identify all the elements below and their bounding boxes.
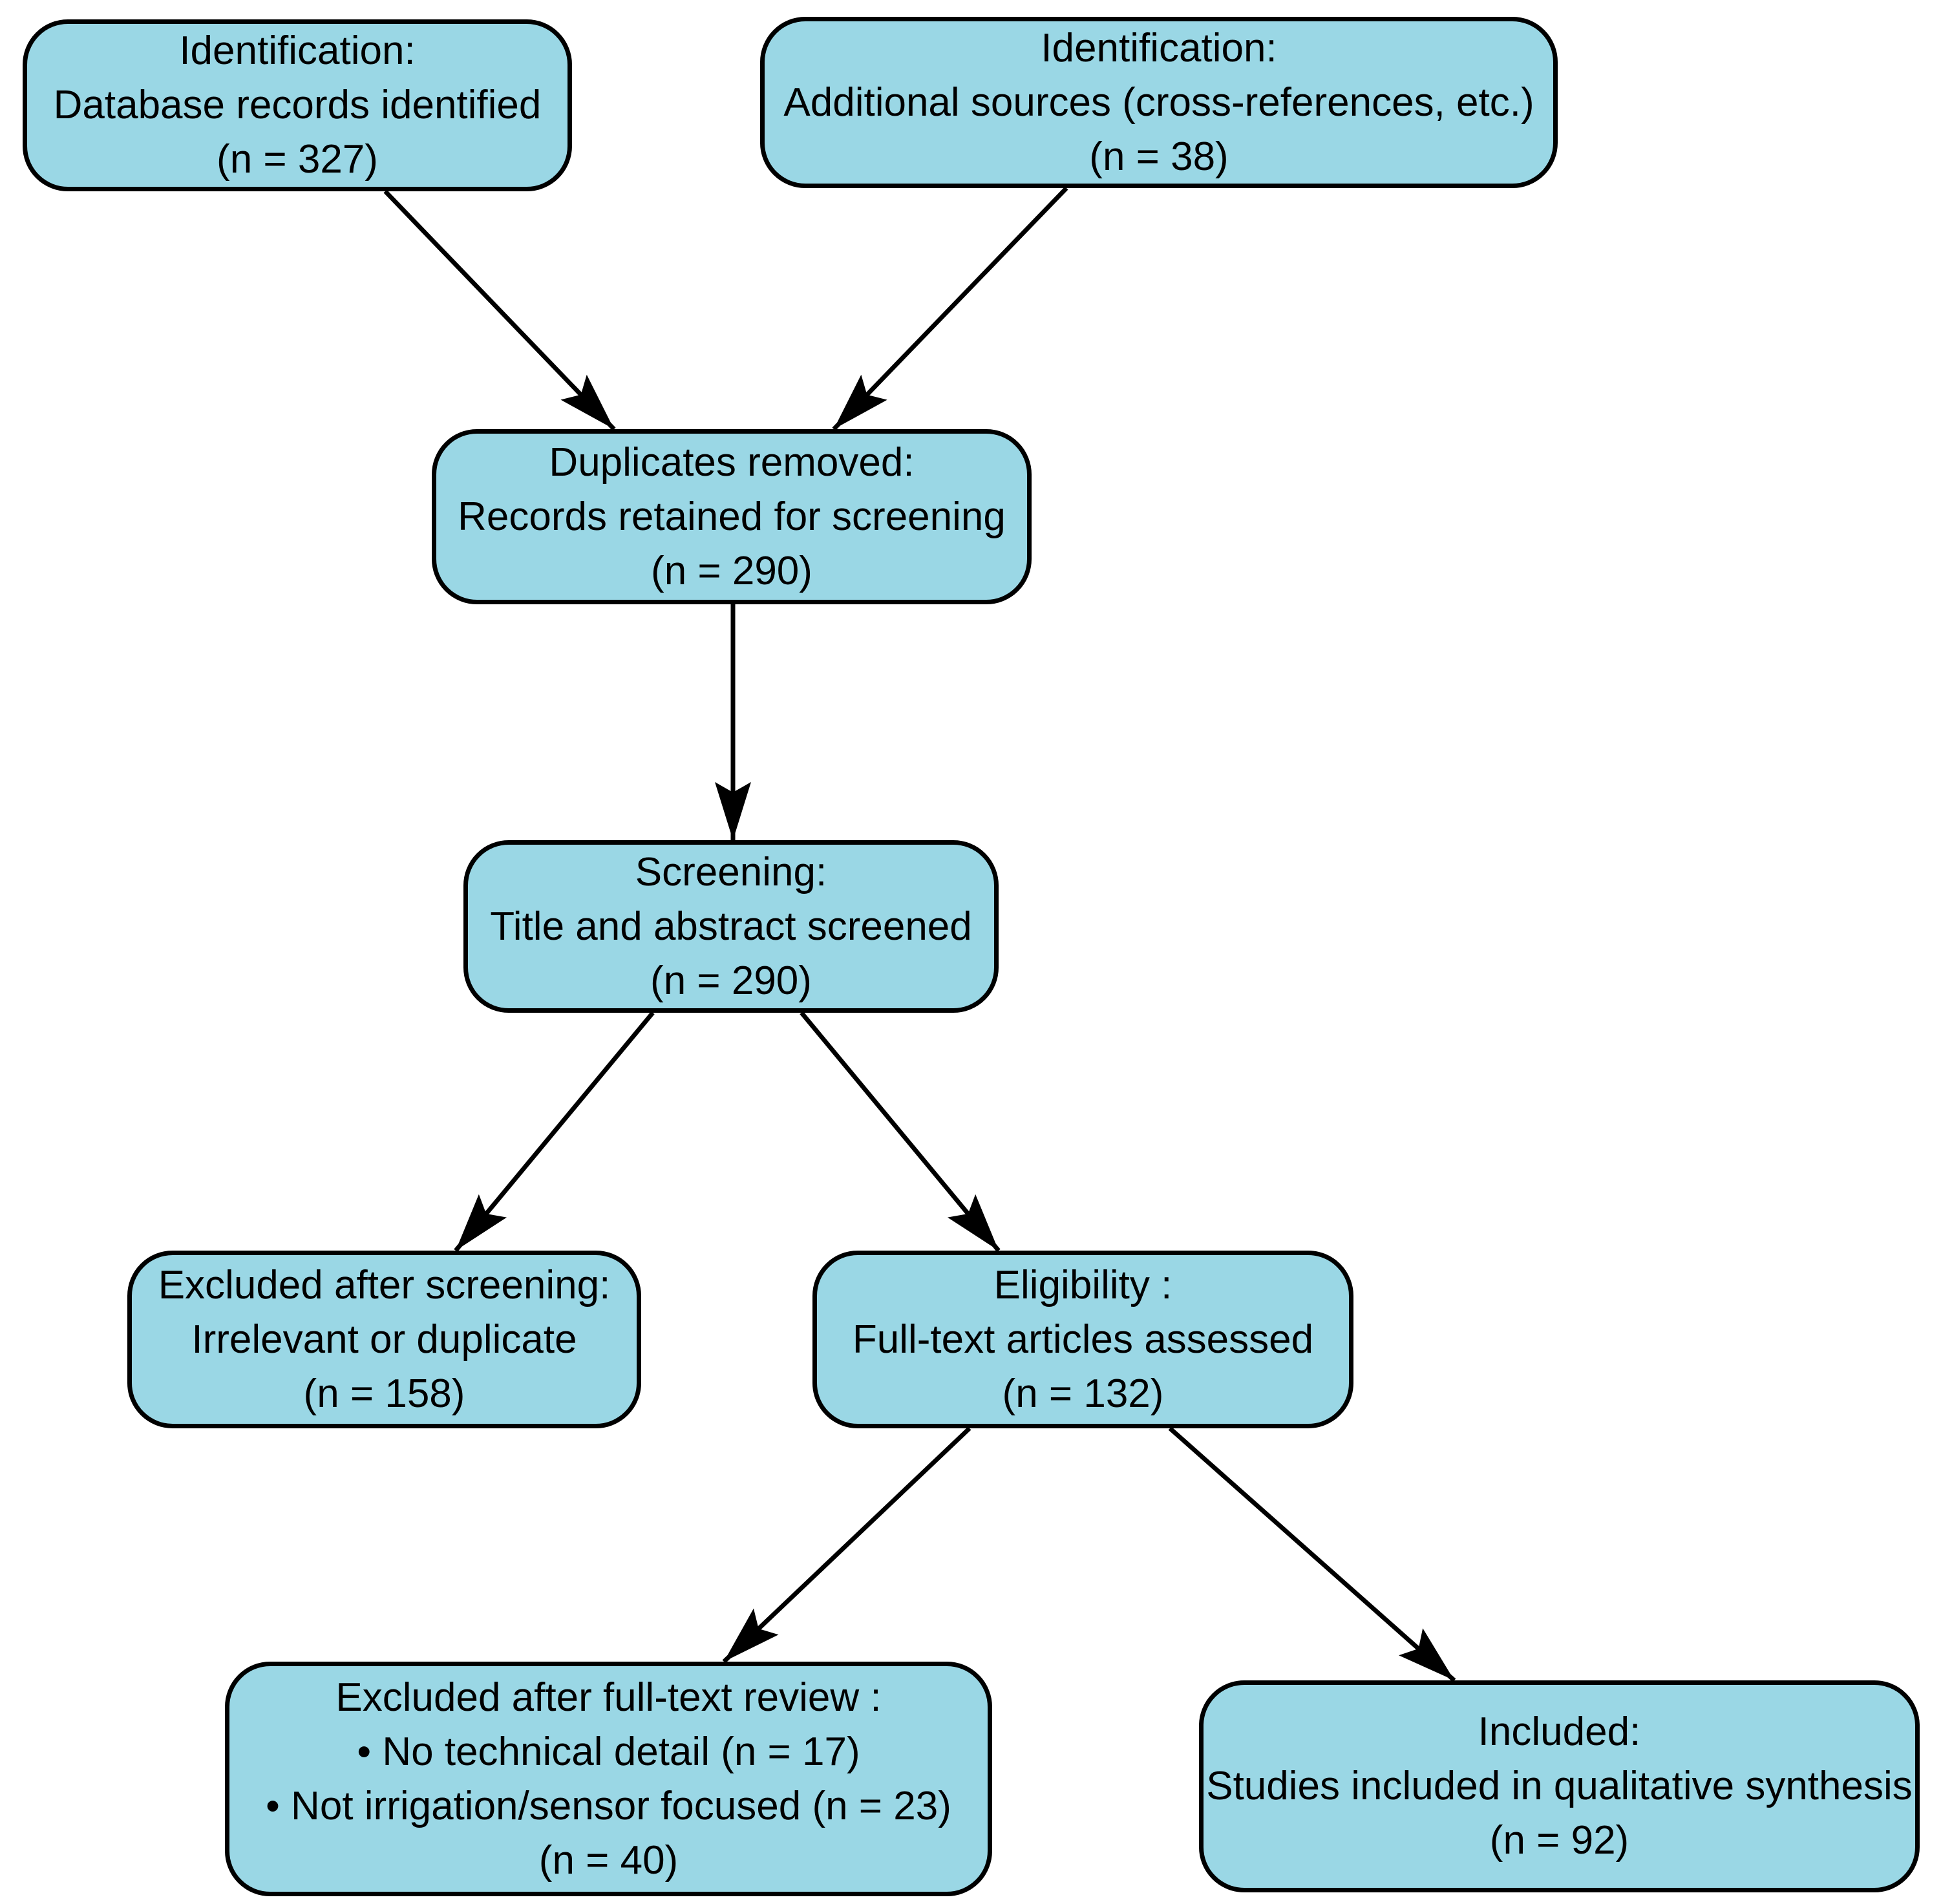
box-line: Database records identified: [53, 83, 542, 127]
box-excluded-after-screening: Excluded after screening: Irrelevant or …: [127, 1251, 641, 1428]
arrow-additional-to-duplicates: [832, 186, 1068, 431]
box-duplicates-removed: Duplicates removed: Records retained for…: [432, 429, 1032, 604]
box-line: Irrelevant or duplicate: [191, 1317, 577, 1362]
box-identification-additional-sources: Identification: Additional sources (cros…: [760, 17, 1558, 188]
arrow-screening-to-eligibility: [800, 1011, 1001, 1253]
box-line: Included:: [1478, 1709, 1641, 1754]
box-line: Records retained for screening: [458, 494, 1006, 539]
box-line: Studies included in qualitative synthesi…: [1206, 1764, 1913, 1808]
box-identification-database: Identification: Database records identif…: [23, 19, 572, 191]
box-count: (n = 132): [1002, 1371, 1164, 1416]
arrow-eligibility-to-included: [1168, 1426, 1456, 1682]
box-count: (n = 327): [217, 137, 378, 182]
box-included: Included: Studies included in qualitativ…: [1199, 1680, 1920, 1892]
box-line: Additional sources (cross-references, et…: [783, 79, 1534, 125]
box-line: Eligibility :: [993, 1262, 1172, 1307]
box-line: Title and abstract screened: [490, 904, 972, 949]
box-count: (n = 38): [1089, 134, 1229, 179]
box-count: (n = 158): [303, 1371, 465, 1416]
box-eligibility: Eligibility : Full-text articles assesse…: [812, 1251, 1353, 1428]
box-count: (n = 290): [651, 548, 812, 593]
arrow-eligibility-to-excluded-fulltext: [722, 1426, 971, 1664]
box-line: Excluded after full-text review :: [335, 1675, 882, 1720]
box-excluded-after-fulltext: Excluded after full-text review : • No t…: [225, 1662, 992, 1896]
box-line: Full-text articles assessed: [852, 1317, 1314, 1362]
arrow-database-to-duplicates: [383, 189, 616, 431]
box-count: (n = 40): [538, 1837, 679, 1883]
box-bullet-line: • Not irrigation/sensor focused (n = 23): [266, 1783, 951, 1828]
box-screening: Screening: Title and abstract screened (…: [463, 840, 999, 1013]
arrow-screening-to-excluded: [454, 1011, 655, 1253]
box-line: Excluded after screening:: [158, 1262, 611, 1307]
box-line: Identification:: [1041, 25, 1277, 70]
box-count: (n = 290): [650, 958, 812, 1003]
box-line: Screening:: [635, 849, 827, 894]
box-line: Duplicates removed:: [549, 439, 915, 485]
box-bullet-line: • No technical detail (n = 17): [357, 1729, 860, 1774]
box-line: Identification:: [179, 28, 416, 73]
box-count: (n = 92): [1489, 1818, 1629, 1863]
